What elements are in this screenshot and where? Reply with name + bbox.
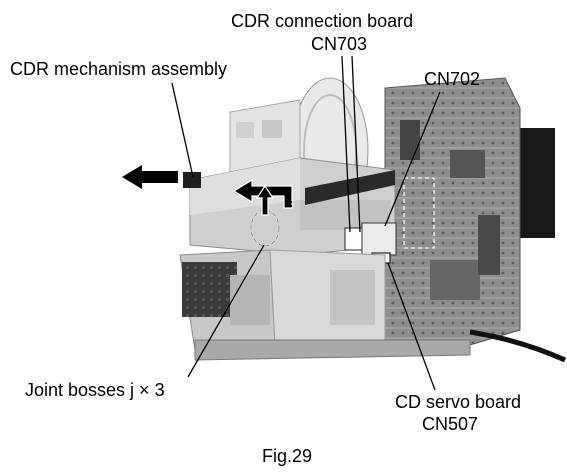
rear-black-block: [515, 128, 555, 238]
label-cdr-connection-board: CDR connection board: [231, 11, 414, 31]
label-joint-bosses: Joint bosses j × 3: [25, 380, 165, 400]
mechanism-tab: [183, 172, 201, 188]
leader-joint-bosses: [187, 244, 265, 378]
leader-mechanism: [171, 82, 194, 178]
leader-cn703: [341, 55, 351, 233]
power-cable: [469, 329, 567, 363]
label-cn702: CN702: [424, 69, 481, 89]
leader-cn507: [387, 262, 436, 391]
leader-lines: [171, 55, 441, 391]
leader-cn702: [384, 91, 441, 227]
pull-direction-arrow: [122, 165, 178, 189]
lower-dark-module: [182, 262, 237, 317]
connector-cn702: [361, 222, 397, 256]
board-dashed-outline: [403, 177, 435, 249]
up-release-arrow: [255, 184, 275, 216]
label-cn703: CN703: [311, 34, 368, 54]
dark-strap: [305, 170, 395, 205]
label-cn507: CN507: [422, 414, 479, 434]
cd-servo-board-shape: [385, 78, 520, 345]
base-plate: [194, 339, 471, 361]
label-cdr-mechanism-assembly: CDR mechanism assembly: [10, 59, 228, 79]
label-cd-servo-board: CD servo board: [395, 392, 522, 412]
figure-caption: Fig.29: [262, 446, 313, 466]
